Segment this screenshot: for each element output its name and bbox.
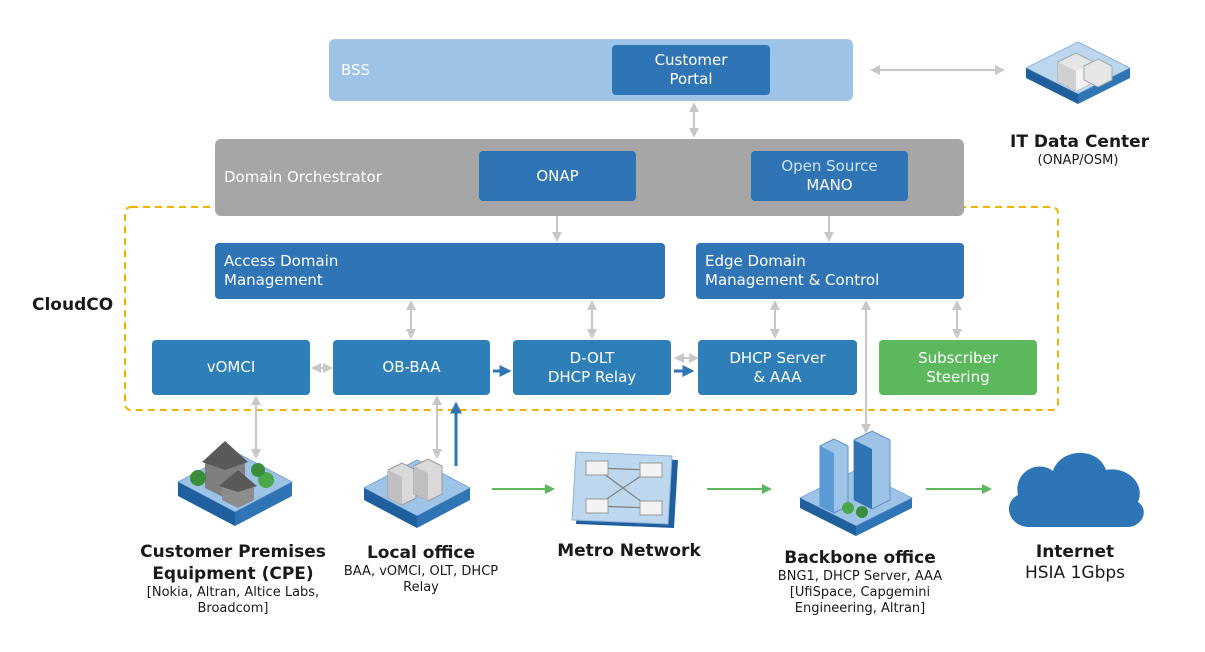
internet-detail: HSIA 1Gbps: [1024, 563, 1126, 583]
local-office-label: Local office BAA, vOMCI, OLT, DHCP Relay: [336, 542, 506, 596]
internet-label: Internet HSIA 1Gbps: [1010, 541, 1140, 583]
access-domain-line1: Access Domain: [224, 252, 339, 270]
d-olt-line2: DHCP Relay: [547, 367, 637, 386]
metro-network-label: Metro Network: [553, 540, 705, 562]
backbone-office-icon: [798, 430, 914, 536]
internet-title: Internet: [1035, 542, 1115, 562]
dhcp-server-line1: DHCP Server: [729, 348, 826, 367]
cpe-title-line1: Customer Premises: [140, 542, 326, 562]
backbone-office-label: Backbone office BNG1, DHCP Server, AAA […: [775, 547, 945, 617]
open-source-label: Open Source: [781, 157, 878, 175]
ob-baa-label: OB-BAA: [382, 358, 441, 376]
cpe-title-line2: Equipment (CPE): [152, 564, 314, 584]
subscriber-steering-line1: Subscriber: [918, 348, 998, 367]
bss-box[interactable]: BSS: [329, 39, 853, 101]
it-datacenter-title: IT Data Center: [1010, 132, 1150, 152]
dhcp-server-line2: & AAA: [753, 367, 802, 386]
cpe-detail-line1: [Nokia, Altran, Altice Labs,: [146, 585, 320, 600]
dhcp-server-box[interactable]: DHCP Server & AAA: [698, 340, 857, 395]
vomci-box[interactable]: vOMCI: [152, 340, 310, 395]
onap-box[interactable]: ONAP: [479, 151, 636, 201]
local-office-title: Local office: [366, 543, 476, 563]
it-datacenter-icon: [1024, 41, 1132, 104]
customer-portal-box[interactable]: Customer Portal: [612, 45, 770, 95]
ob-baa-box[interactable]: OB-BAA: [333, 340, 490, 395]
backbone-detail-line1: BNG1, DHCP Server, AAA: [777, 569, 943, 584]
backbone-office-title: Backbone office: [784, 548, 936, 568]
internet-cloud-icon: [1008, 452, 1144, 528]
access-domain-line2: Management: [224, 271, 323, 289]
local-office-icon: [362, 458, 472, 528]
edge-domain-box[interactable]: Edge Domain Management & Control: [696, 243, 964, 299]
customer-portal-line2: Portal: [669, 70, 713, 88]
it-datacenter-label: IT Data Center (ONAP/OSM): [1010, 131, 1150, 169]
cpe-label: Customer Premises Equipment (CPE) [Nokia…: [133, 541, 333, 617]
subscriber-steering-box[interactable]: Subscriber Steering: [879, 340, 1037, 395]
d-olt-line1: D-OLT: [569, 348, 615, 367]
d-olt-box[interactable]: D-OLT DHCP Relay: [513, 340, 671, 395]
customer-portal-line1: Customer: [654, 51, 728, 69]
cpe-houses-icon: [176, 441, 294, 526]
local-office-detail-line2: Relay: [403, 580, 439, 595]
open-source-mano-box[interactable]: Open Source MANO: [751, 151, 908, 201]
metro-network-title: Metro Network: [557, 541, 701, 561]
local-office-detail-line1: BAA, vOMCI, OLT, DHCP: [343, 564, 499, 579]
metro-network-icon: [571, 451, 678, 528]
cpe-detail-line2: Broadcom]: [197, 601, 269, 616]
mano-label: MANO: [806, 176, 853, 194]
backbone-detail-line3: Engineering, Altran]: [794, 601, 926, 616]
vomci-label: vOMCI: [206, 358, 256, 376]
bss-label: BSS: [341, 60, 371, 79]
access-domain-box[interactable]: Access Domain Management: [215, 243, 665, 299]
cloudco-label: CloudCO: [32, 295, 114, 315]
domain-orchestrator-label: Domain Orchestrator: [224, 168, 382, 186]
onap-label: ONAP: [536, 166, 579, 185]
it-datacenter-subtitle: (ONAP/OSM): [1037, 153, 1119, 168]
backbone-detail-line2: [UfiSpace, Capgemini: [789, 585, 931, 600]
edge-domain-line1: Edge Domain: [705, 252, 806, 270]
subscriber-steering-line2: Steering: [926, 367, 990, 386]
edge-domain-line2: Management & Control: [705, 271, 880, 289]
